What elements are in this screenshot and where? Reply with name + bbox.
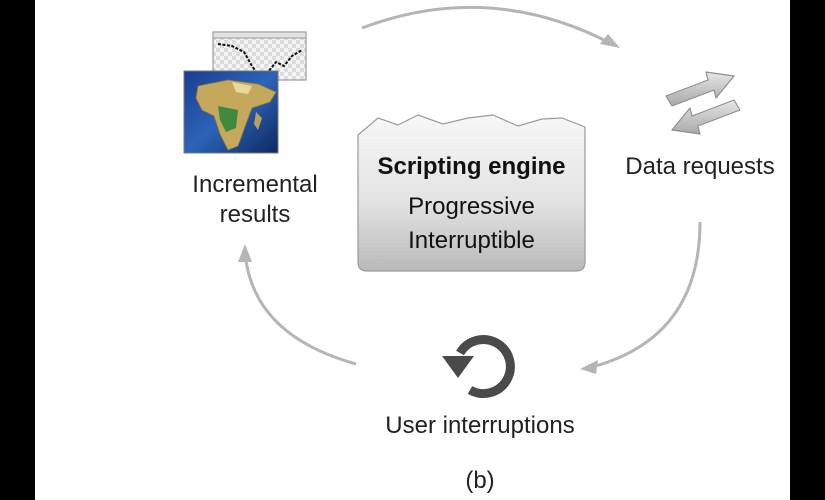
scripting-engine-box bbox=[357, 114, 586, 272]
cycle-arrows bbox=[238, 5, 702, 374]
right-arc-arrow bbox=[587, 221, 702, 370]
africa-map-thumbnail bbox=[183, 70, 279, 154]
refresh-icon bbox=[442, 335, 515, 399]
left-arrowhead bbox=[238, 244, 252, 262]
engine-line-progressive: Progressive bbox=[408, 193, 535, 220]
left-arc-arrow bbox=[243, 251, 357, 366]
figure-caption: (b) bbox=[465, 467, 495, 494]
incremental-label-line1: Incremental bbox=[192, 171, 318, 198]
incremental-label-line2: results bbox=[219, 201, 291, 228]
right-arrowhead bbox=[580, 360, 598, 374]
results-thumbnails bbox=[183, 31, 307, 154]
bidirectional-arrows-icon bbox=[665, 71, 741, 135]
data-requests-label: Data requests bbox=[625, 153, 775, 180]
engine-title: Scripting engine bbox=[377, 153, 566, 180]
incremental-results-label: Incremental results bbox=[170, 170, 340, 230]
top-arc-arrow bbox=[361, 5, 613, 46]
engine-line-interruptible: Interruptible bbox=[408, 227, 535, 254]
top-arrowhead bbox=[600, 34, 620, 48]
user-interruptions-label: User interruptions bbox=[385, 412, 575, 439]
